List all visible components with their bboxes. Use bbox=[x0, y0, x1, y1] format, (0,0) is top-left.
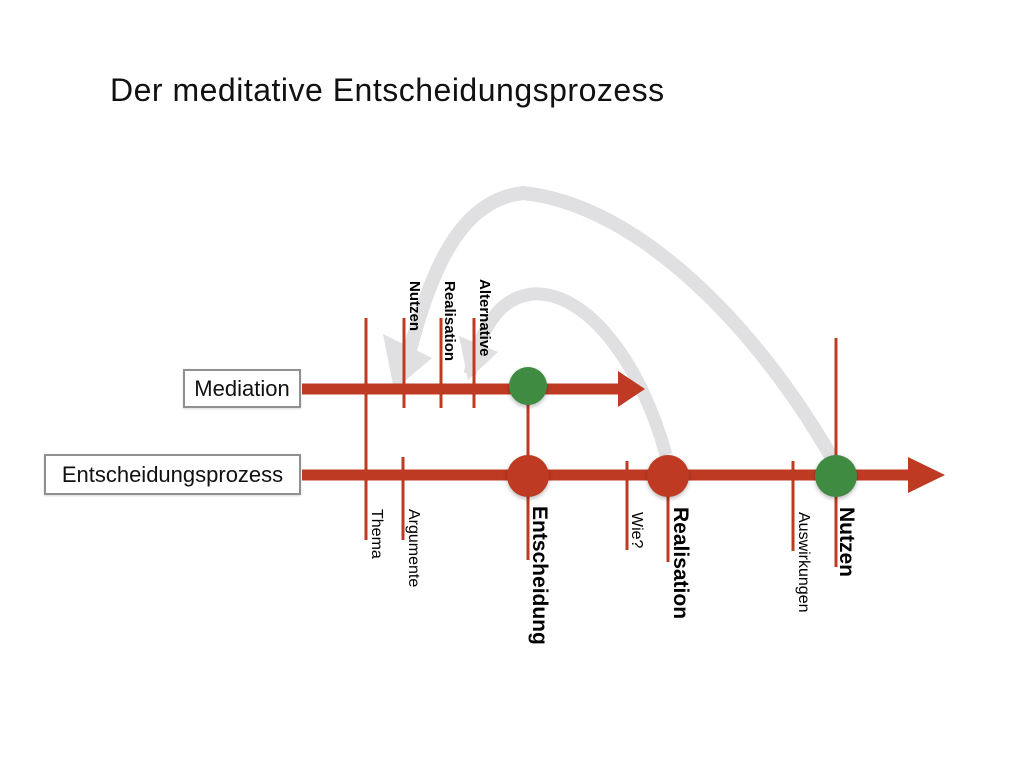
feedback-arc-realisation-to-mediation bbox=[463, 287, 673, 457]
label-prozess-realisation: Realisation bbox=[669, 507, 692, 620]
label-prozess-argumente: Argumente bbox=[405, 509, 422, 588]
label-prozess-nutzen: Nutzen bbox=[835, 507, 858, 577]
mediation-row-label-text: Mediation bbox=[194, 375, 290, 401]
label-prozess-entscheidung: Entscheidung bbox=[528, 506, 551, 645]
dot-entscheidung-red bbox=[507, 455, 549, 497]
label-mediation-alternative: Alternative bbox=[476, 279, 493, 357]
feedback-arrowhead-large-icon bbox=[383, 334, 432, 390]
prozess-row-label-text: Entscheidungsprozess bbox=[61, 461, 284, 487]
mediation-arrowhead-icon bbox=[618, 371, 645, 407]
label-prozess-thema: Thema bbox=[368, 509, 385, 559]
label-mediation-realisation: Realisation bbox=[441, 281, 458, 362]
prozess-row-label: Entscheidungsprozess bbox=[44, 454, 301, 495]
page-title: Der meditative Entscheidungsprozess bbox=[110, 72, 665, 108]
dot-realisation-red bbox=[647, 455, 689, 497]
label-prozess-auswirkungen: Auswirkungen bbox=[795, 512, 812, 613]
label-mediation-nutzen: Nutzen bbox=[406, 281, 423, 331]
feedback-arrowhead-small-icon bbox=[459, 336, 498, 380]
dot-nutzen-green bbox=[815, 455, 857, 497]
mediation-row-label: Mediation bbox=[183, 369, 301, 408]
feedback-arc-nutzen-to-mediation bbox=[398, 185, 843, 469]
prozess-arrowhead-icon bbox=[908, 457, 945, 493]
dot-mediation-green bbox=[509, 367, 547, 405]
label-prozess-wie: Wie? bbox=[628, 512, 645, 549]
